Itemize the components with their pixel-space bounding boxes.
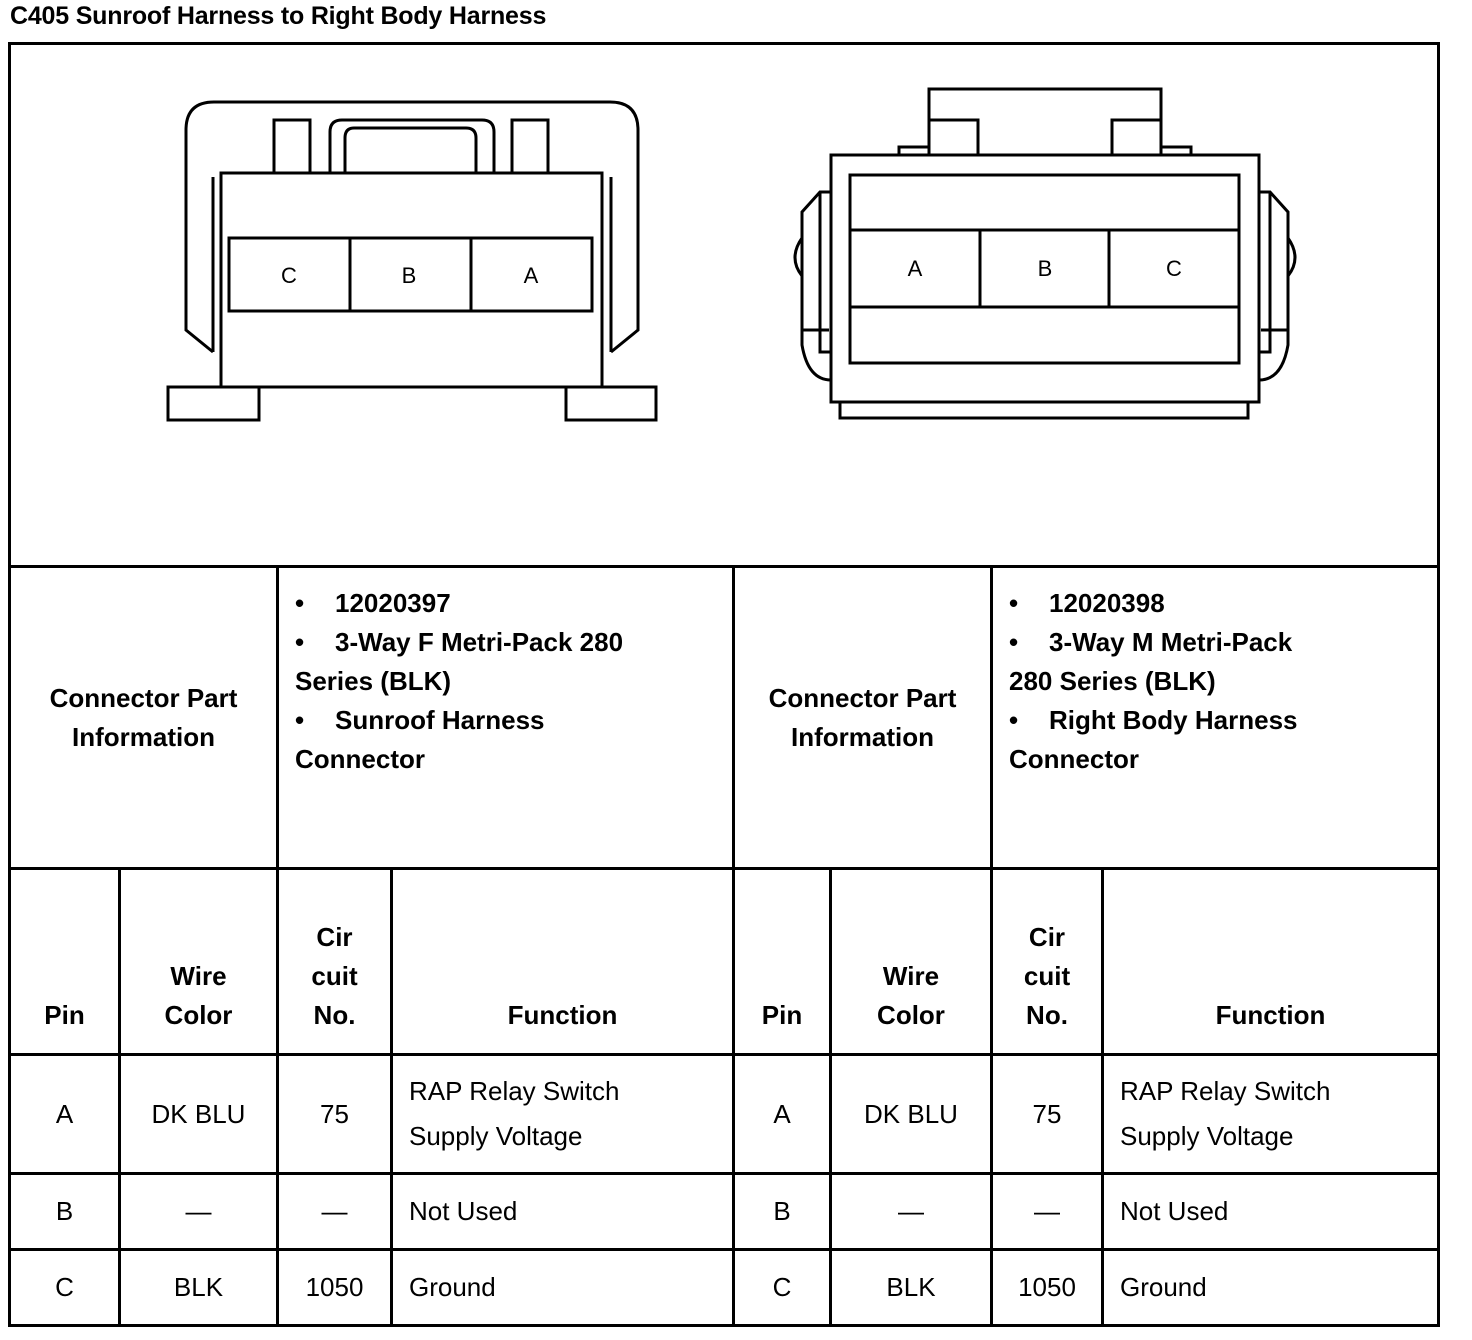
divider <box>8 1053 1440 1056</box>
table-cell-circuit: 75 <box>1032 1098 1062 1129</box>
list-item: •Right Body Harness <box>1009 705 1298 735</box>
list-item: •3-Way F Metri-Pack 280 <box>295 627 624 657</box>
divider <box>118 867 121 1327</box>
table-cell-wire: BLK <box>886 1272 936 1302</box>
table-cell-pin: A <box>55 1098 74 1129</box>
table-cell-circuit: — <box>321 1196 348 1226</box>
divider <box>8 1248 1440 1251</box>
divider <box>8 867 1440 870</box>
divider <box>1101 867 1104 1327</box>
header-pin: Pin <box>761 1000 803 1030</box>
connector-face-views: C B A A B C <box>166 87 1297 422</box>
right-part-info: •12020398 •3-Way M Metri-Pack 280 Series… <box>993 568 1437 867</box>
table-cell-pin: C <box>772 1272 792 1302</box>
table-frame <box>8 42 1440 1327</box>
divider <box>8 565 1440 568</box>
female-pin-label-b: B <box>402 263 417 288</box>
male-pin-label-c: C <box>1166 256 1182 281</box>
table-cell-circuit: 1050 <box>305 1272 364 1302</box>
male-connector-drawing <box>793 87 1297 420</box>
list-item: •12020397 <box>295 588 451 618</box>
header-function: Function <box>507 1000 618 1030</box>
list-item: •12020398 <box>1009 588 1165 618</box>
table-cell-wire: DK BLU <box>151 1098 246 1129</box>
table-cell-pin: B <box>55 1196 74 1226</box>
table-cell-wire: BLK <box>173 1272 224 1302</box>
table-cell-circuit: — <box>1034 1196 1060 1226</box>
table-cell-pin: B <box>773 1196 791 1226</box>
header-function: Function <box>1215 1000 1326 1030</box>
divider <box>8 1172 1440 1175</box>
divider <box>276 565 279 1327</box>
table-cell-wire: DK BLU <box>864 1098 958 1129</box>
table-cell-pin: C <box>55 1272 74 1302</box>
page-title: C405 Sunroof Harness to Right Body Harne… <box>10 2 547 30</box>
divider <box>990 565 993 1327</box>
table-cell-function: Ground <box>1120 1272 1207 1302</box>
female-pin-label-a: A <box>524 263 539 288</box>
table-cell-function: Not Used <box>409 1196 518 1226</box>
table-cell-circuit: 1050 <box>1018 1272 1076 1302</box>
table-cell-pin: A <box>773 1098 791 1129</box>
left-part-info: •12020397 •3-Way F Metri-Pack 280 Series… <box>279 568 732 867</box>
table-cell-circuit: 75 <box>320 1098 349 1129</box>
header-pin: Pin <box>44 1000 85 1030</box>
table-cell-function: Ground <box>409 1272 496 1302</box>
divider <box>829 867 832 1327</box>
table-cell-wire: — <box>185 1196 212 1226</box>
male-pin-label-a: A <box>908 256 923 281</box>
list-item: •3-Way M Metri-Pack <box>1009 627 1293 657</box>
table-cell-function: Not Used <box>1120 1196 1229 1226</box>
table-cell-wire: — <box>898 1196 924 1226</box>
list-item: •Sunroof Harness <box>295 705 545 735</box>
male-pin-label-b: B <box>1038 256 1053 281</box>
female-connector-drawing <box>166 100 658 422</box>
divider <box>732 565 735 1327</box>
female-pin-label-c: C <box>281 263 297 288</box>
divider <box>390 867 393 1327</box>
